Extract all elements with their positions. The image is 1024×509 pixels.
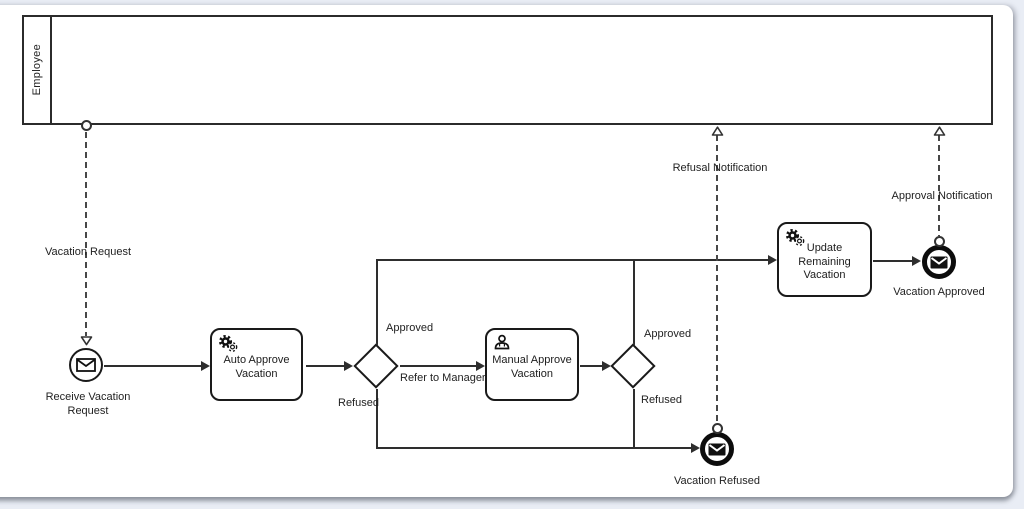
sequence-flow-refused (633, 389, 635, 449)
sequence-flow (306, 365, 346, 367)
sequence-flow-refused (376, 389, 378, 449)
pool-label: Employee (31, 44, 43, 96)
arrowhead-icon (476, 361, 485, 371)
pool-label-band: Employee (24, 17, 52, 123)
arrowhead-icon (344, 361, 353, 371)
sequence-flow-approved (633, 260, 635, 345)
sequence-flow-approved (376, 259, 769, 261)
message-flow-origin-dot (934, 236, 945, 247)
sequence-flow-refer-to-manager (400, 365, 478, 367)
open-arrowhead-up-icon (711, 126, 724, 136)
sequence-flow (873, 260, 913, 262)
label-approved: Approved (644, 328, 692, 340)
sequence-flow-refused (376, 447, 692, 449)
arrowhead-icon (912, 256, 921, 266)
task-manual-approve-vacation: Manual Approve Vacation (485, 328, 579, 401)
label-approved: Approved (386, 322, 434, 334)
arrowhead-icon (691, 443, 700, 453)
end-event-label: Vacation Refused (673, 475, 761, 487)
person-icon (494, 334, 510, 350)
task-label: Manual Approve Vacation (492, 354, 572, 380)
label-refusal-notification: Refusal Notification (672, 162, 768, 174)
arrowhead-icon (602, 361, 611, 371)
start-event-receive-vacation-request (69, 348, 103, 382)
arrowhead-icon (768, 255, 777, 265)
label-refused: Refused (641, 394, 682, 406)
task-label: Auto Approve Vacation (223, 354, 290, 380)
open-arrowhead-up-icon (933, 126, 946, 136)
envelope-icon (930, 256, 948, 268)
sequence-flow-approved (376, 260, 378, 345)
envelope-icon (76, 358, 96, 372)
label-approval-notification: Approval Notification (891, 190, 993, 202)
arrowhead-icon (201, 361, 210, 371)
message-flow-vacation-request (85, 132, 87, 336)
end-event-label: Vacation Approved (893, 286, 985, 298)
label-refer-to-manager: Refer to Manager (400, 372, 486, 384)
open-arrowhead-down-icon (80, 336, 93, 346)
message-flow-approval-notification (938, 135, 940, 236)
gears-icon (218, 334, 238, 352)
label-vacation-request: Vacation Request (44, 246, 132, 258)
message-flow-origin-dot (712, 423, 723, 434)
task-auto-approve-vacation: Auto Approve Vacation (210, 328, 303, 401)
end-event-vacation-refused (700, 432, 734, 466)
sequence-flow (580, 365, 605, 367)
message-flow-refusal-notification (716, 135, 718, 423)
pool-employee: Employee (22, 15, 993, 125)
end-event-vacation-approved (922, 245, 956, 279)
label-refused: Refused (338, 397, 379, 409)
sequence-flow (104, 365, 203, 367)
gears-icon (785, 228, 805, 246)
message-flow-origin-dot (81, 120, 92, 131)
start-event-label: Receive Vacation Request (45, 391, 131, 417)
envelope-icon (708, 443, 726, 455)
task-update-remaining-vacation: Update Remaining Vacation (777, 222, 872, 297)
task-label: Update Remaining Vacation (798, 242, 851, 282)
